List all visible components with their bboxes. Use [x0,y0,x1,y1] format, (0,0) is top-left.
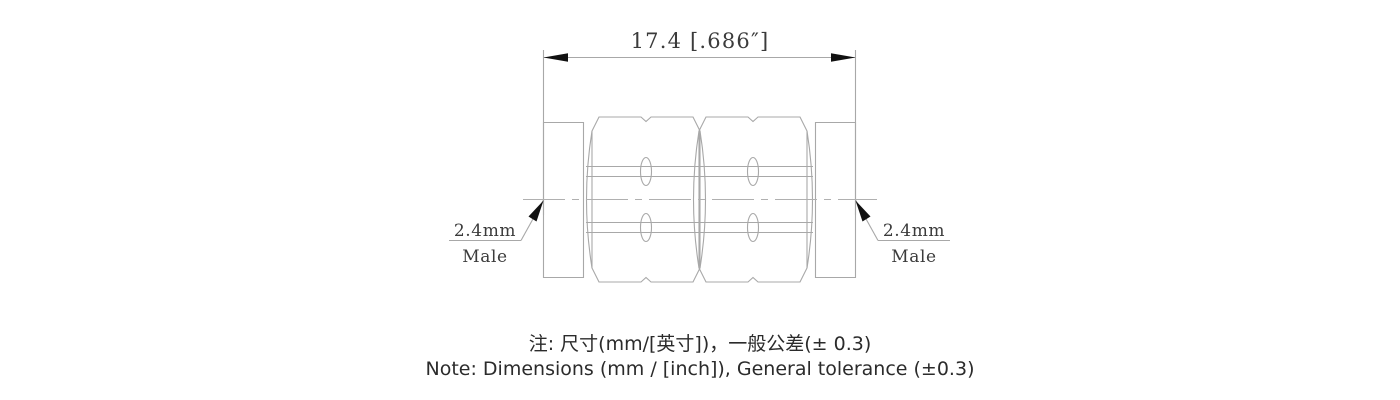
dimension-arrow-left-icon [543,53,568,62]
left-shank-body [544,123,584,278]
notes-block: 注: 尺寸(mm/[英寸])，一般公差(± 0.3) Note: Dimensi… [0,332,1400,382]
right-shank-outline [816,123,856,278]
left-hex-nut [586,117,706,282]
dimension-line-group [543,53,856,62]
left-callout-size-text: 2.4mm [454,221,516,241]
left-nut-lower-lens-detail [641,214,652,242]
left-nut-right-arc [700,131,706,268]
left-callout-group: 2.4mm Male [449,199,544,267]
right-callout-arrow-icon [855,200,871,222]
left-callout-arrow-icon [528,200,544,222]
dimension-arrow-right-icon [831,53,856,62]
right-hex-nut [693,117,813,282]
right-callout-size-text: 2.4mm [883,221,945,241]
left-nut-upper-lens-detail [641,158,652,186]
left-callout-gender-text: Male [462,247,507,267]
right-nut-upper-lens-detail [748,158,759,186]
right-callout-group: 2.4mm Male [855,199,950,267]
note-line-chinese: 注: 尺寸(mm/[英寸])，一般公差(± 0.3) [528,333,872,355]
right-shank-body [816,123,856,278]
overall-length-dimension-text: 17.4 [.686″] [631,29,770,53]
right-nut-left-arc [694,131,700,268]
note-line-english: Note: Dimensions (mm / [inch]), General … [425,358,975,380]
right-callout-gender-text: Male [891,247,936,267]
left-shank-outline [544,123,584,278]
right-nut-lower-lens-detail [748,214,759,242]
